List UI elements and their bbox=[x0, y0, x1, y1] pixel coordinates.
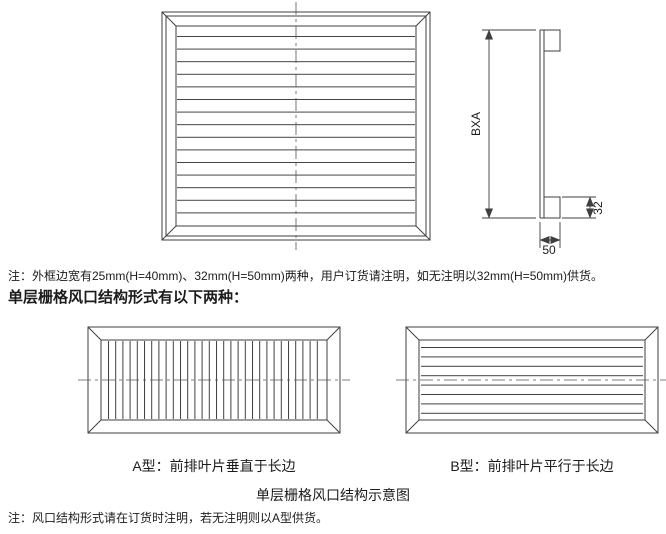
side-top-flange bbox=[540, 29, 561, 52]
section-heading: 单层栅格风口结构形式有以下两种： bbox=[8, 289, 249, 306]
front-view-drawing bbox=[161, 2, 431, 250]
type-a-louvers bbox=[106, 341, 322, 419]
dimension-label-32: 32 bbox=[591, 201, 605, 215]
dimension-border-width: 32 bbox=[562, 196, 605, 219]
side-view-drawing bbox=[539, 29, 561, 219]
type-b-caption: B型：前排叶片平行于长边 bbox=[450, 458, 614, 474]
side-bottom-flange bbox=[540, 196, 561, 219]
order-note: 注：风口结构形式请在订货时注明，若无注明则以A型供货。 bbox=[8, 511, 329, 525]
figure-caption: 单层栅格风口结构示意图 bbox=[256, 487, 410, 503]
type-a-drawing bbox=[78, 326, 350, 434]
dimension-depth: 50 bbox=[539, 222, 561, 257]
dimension-label-bxa: BXA bbox=[469, 112, 483, 136]
type-b-drawing bbox=[396, 326, 666, 434]
type-a-caption: A型：前排叶片垂直于长边 bbox=[132, 458, 296, 474]
dimension-height: BXA bbox=[469, 29, 536, 219]
frame-width-note: 注：外框边宽有25mm(H=40mm)、32mm(H=50mm)两种，用户订货请… bbox=[8, 269, 604, 283]
dimension-label-50: 50 bbox=[542, 243, 556, 257]
